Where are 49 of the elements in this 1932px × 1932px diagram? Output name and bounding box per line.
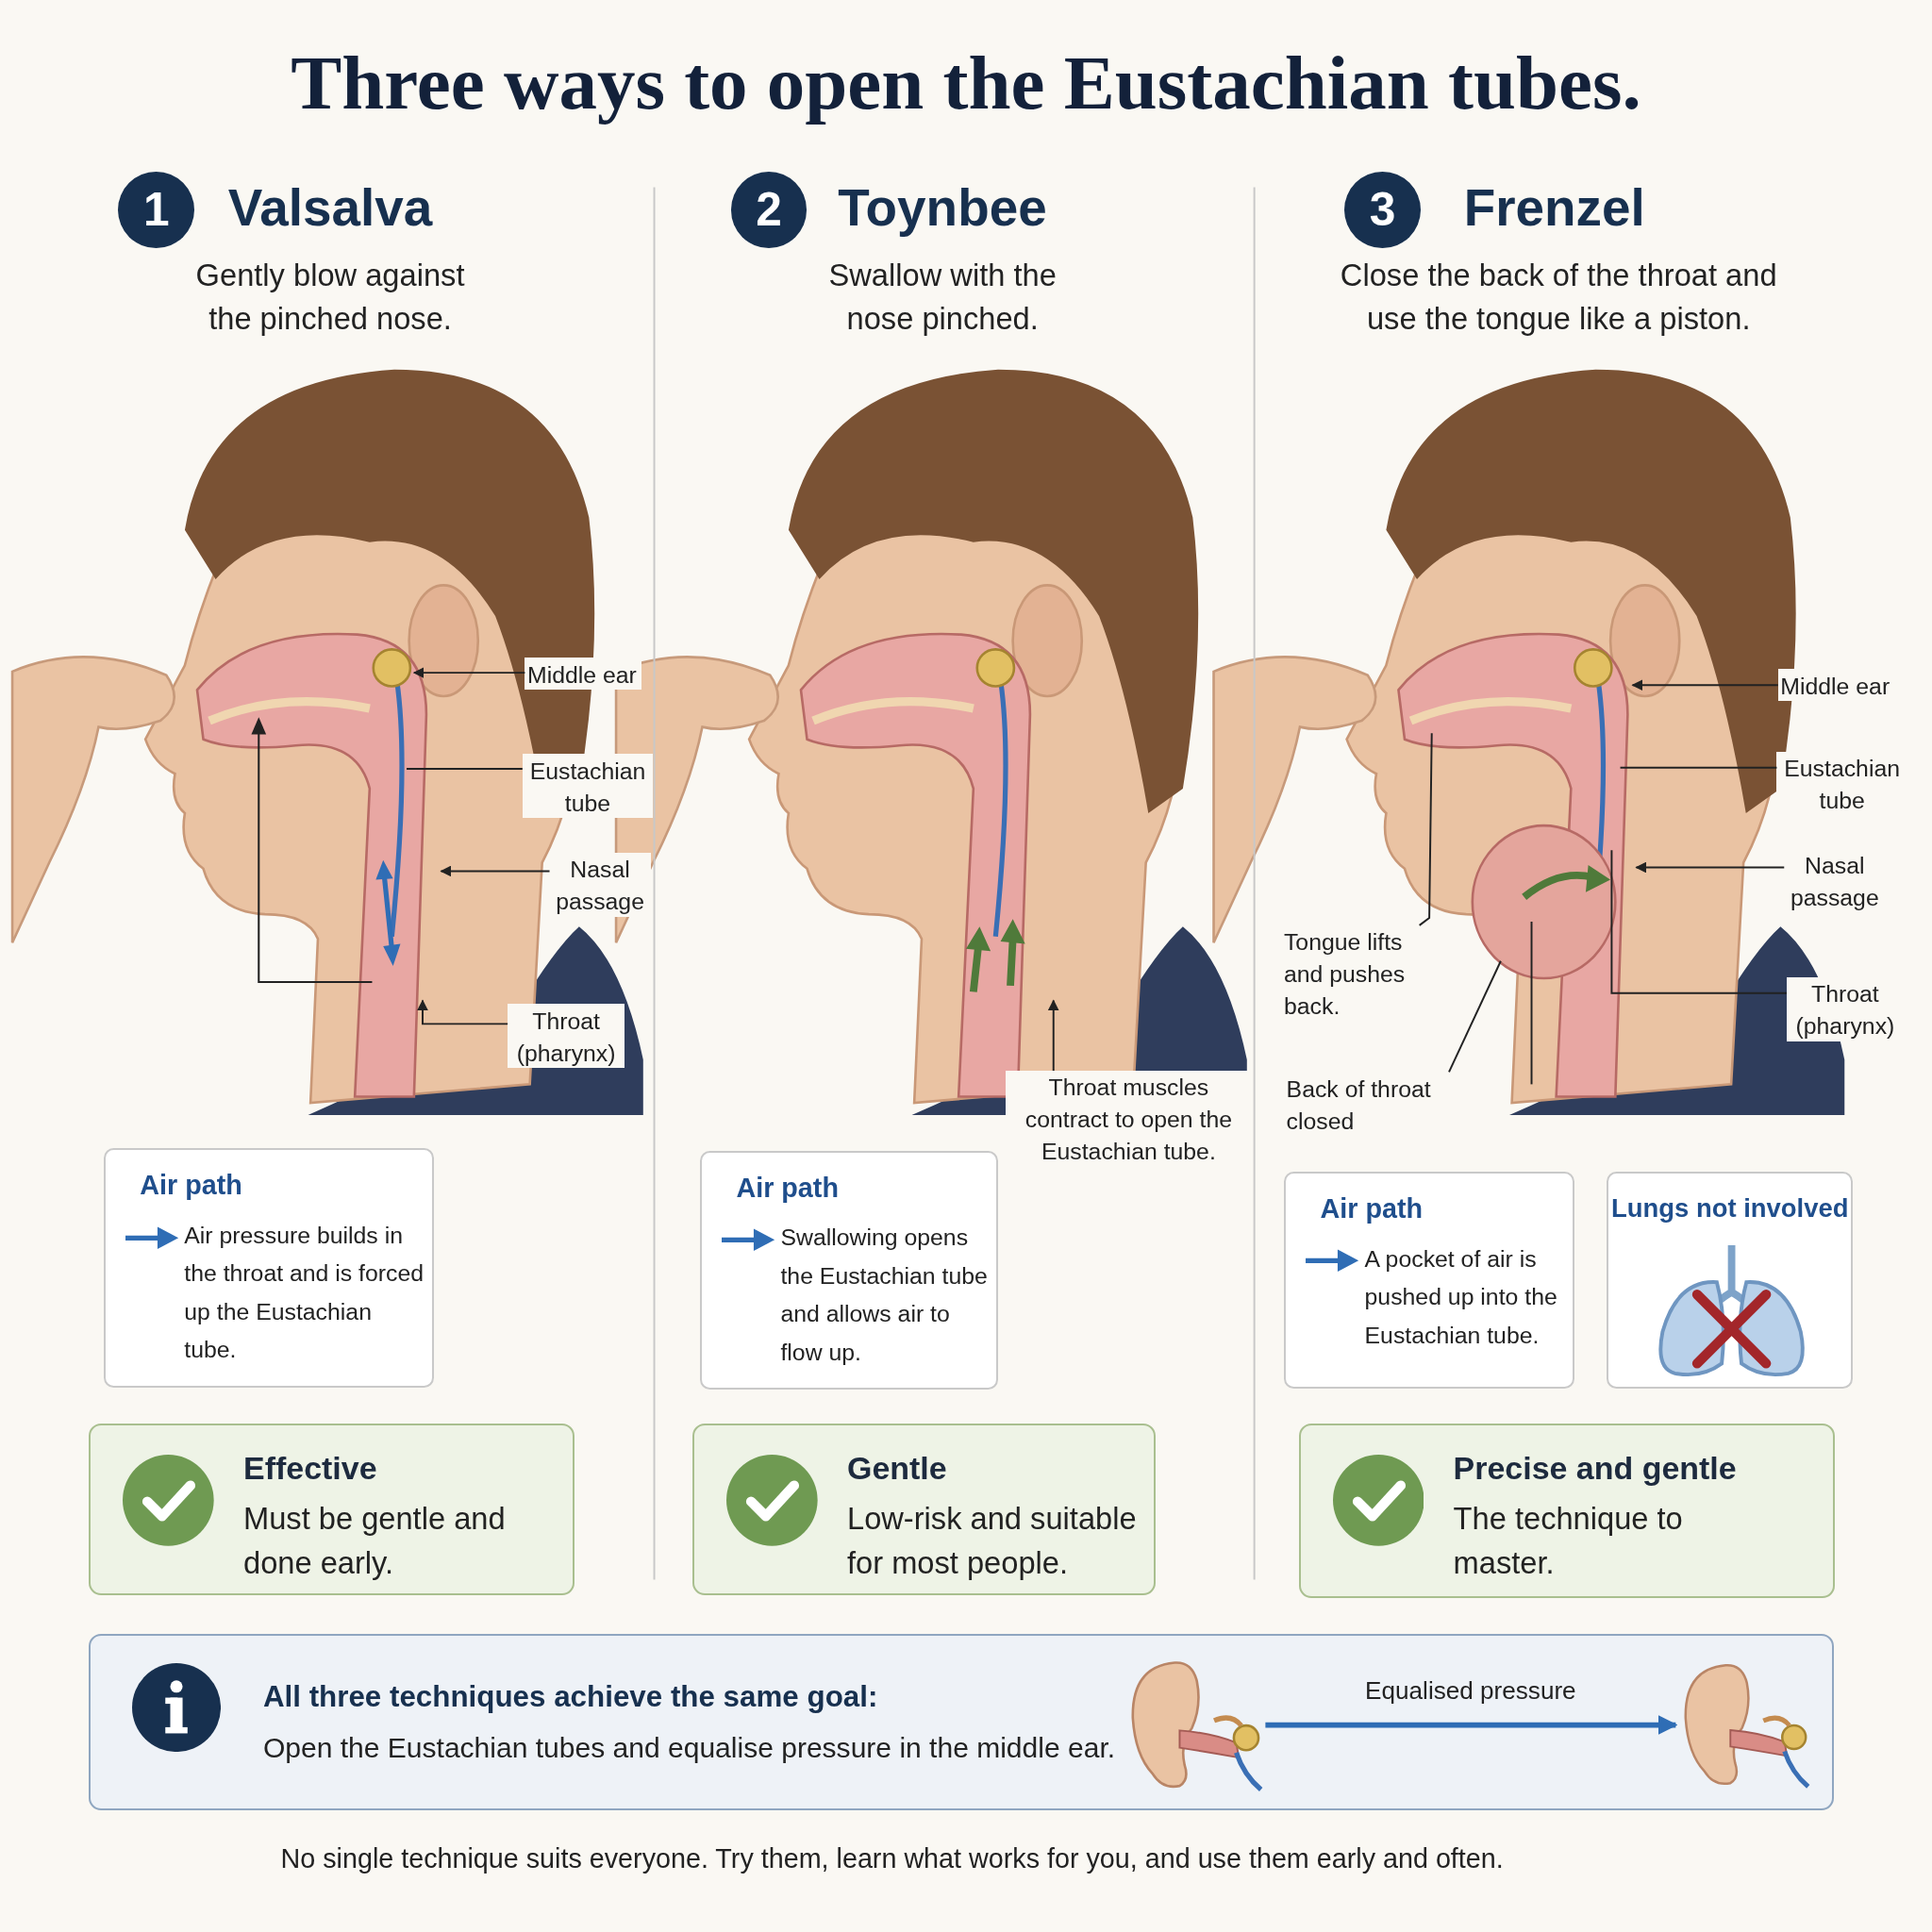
result-card (89, 1423, 575, 1596)
leader-line (1610, 849, 1788, 994)
leader-line (406, 768, 524, 770)
leader-line (1448, 959, 1502, 1074)
leader-line (1047, 999, 1059, 1072)
card-heading: Lungs not involved (1610, 1193, 1850, 1224)
card-heading: Air path (140, 1170, 242, 1202)
step-number: 2 (730, 171, 808, 248)
result-card (692, 1423, 1157, 1596)
footer-note: No single technique suits everyone. Try them, learn what works for you, and use them early and often. (279, 1842, 1505, 1874)
step-number: 1 (118, 171, 195, 248)
leader-line (1631, 679, 1779, 691)
card-heading: Air path (736, 1172, 839, 1204)
leader-line (1635, 861, 1786, 874)
card-text: Swallowing opens the Eustachian tube and allows air to flow up. (780, 1224, 989, 1367)
callout-label: Middle ear (525, 658, 642, 691)
leader-line (412, 667, 526, 678)
method-description: Swallow with the nose pinched. (827, 257, 1058, 338)
result-card (1298, 1423, 1835, 1599)
card-heading: Effective (243, 1449, 377, 1487)
leader-line (417, 999, 509, 1025)
callout-label: Eustachian tube (522, 754, 654, 819)
card-text: Low-risk and suitable for most people. (847, 1500, 1138, 1583)
banner-text: Open the Eustachian tubes and equalise pressure in the middle ear. (262, 1731, 1116, 1764)
card-text: The technique to master. (1453, 1500, 1684, 1583)
info-banner (89, 1633, 1834, 1810)
leader-line (1418, 732, 1433, 926)
air-path-card (699, 1150, 998, 1391)
leader-line (1619, 766, 1778, 769)
method-description: Close the back of the throat and use the tongue like a piston. (1339, 257, 1778, 338)
step-number: 3 (1343, 171, 1421, 248)
banner-heading: All three techniques achieve the same goal: (262, 1679, 878, 1714)
air-path-card (103, 1148, 434, 1388)
note-card (1607, 1172, 1854, 1389)
method-heading: Valsalva (227, 177, 433, 240)
arrow (1265, 1715, 1678, 1735)
card-heading: Precise and gentle (1453, 1449, 1737, 1487)
method-heading: Frenzel (1463, 177, 1645, 240)
air-path-card (1283, 1172, 1575, 1389)
card-text: Must be gentle and done early. (243, 1500, 507, 1583)
card-heading: Air path (1320, 1193, 1424, 1224)
method-heading: Toynbee (838, 177, 1047, 240)
card-heading: Gentle (847, 1449, 947, 1487)
leader-line (440, 865, 551, 877)
page-title: Three ways to open the Eustachian tubes. (290, 39, 1642, 127)
method-description: Gently blow against the pinched nose. (194, 257, 466, 338)
callout-label: Throat (pharynx) (508, 1004, 625, 1069)
card-text: Air pressure builds in the throat and is forced up the Eustachian tube. (184, 1221, 425, 1365)
card-text: A pocket of air is pushed up into the Eustachian tube. (1364, 1244, 1558, 1350)
